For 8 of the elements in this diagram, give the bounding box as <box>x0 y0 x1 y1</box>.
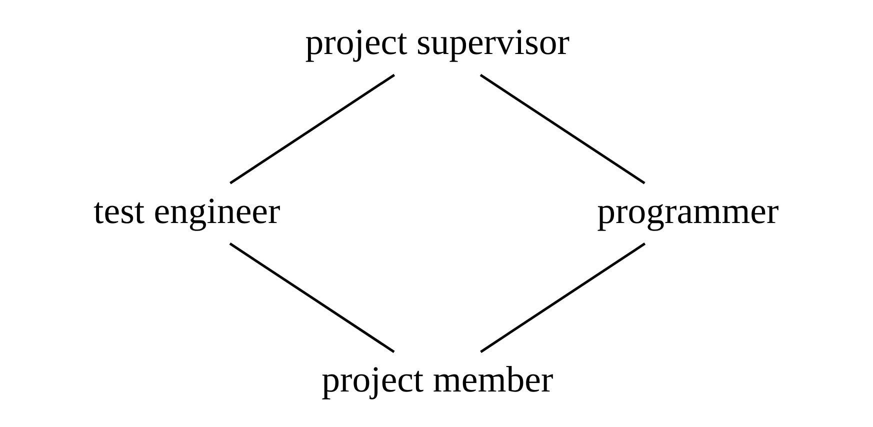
connector <box>479 74 645 184</box>
node-text: project supervisor <box>304 21 570 62</box>
connector <box>229 74 395 184</box>
node-text: test engineer <box>93 190 280 231</box>
connector <box>228 242 394 353</box>
connector <box>480 242 646 353</box>
node-text: programmer <box>596 190 778 231</box>
node-text: project member <box>321 358 553 400</box>
